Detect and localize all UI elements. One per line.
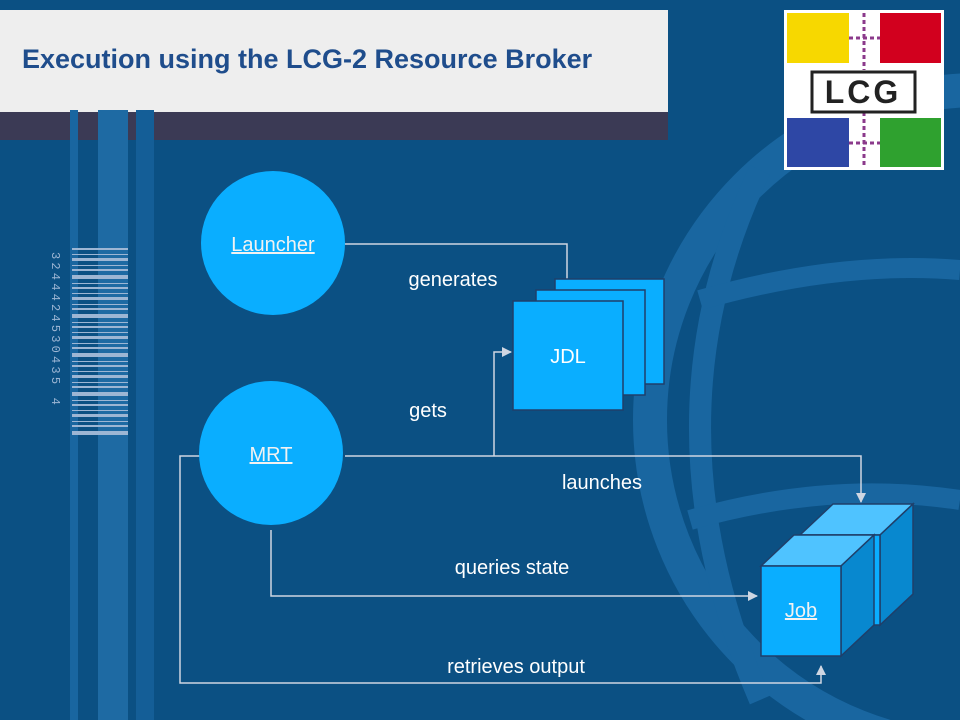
title-bar <box>0 10 668 112</box>
edge-label-queries-state: queries state <box>455 557 570 579</box>
launcher-node[interactable]: Launcher <box>201 171 345 315</box>
barcode-digits: 3244424530435 4 <box>48 252 62 408</box>
lcg-logo: LCG <box>784 10 944 170</box>
edge-launches-line <box>345 455 866 503</box>
globe-decoration <box>633 73 960 720</box>
edge-label-generates: generates <box>409 269 498 291</box>
edge-retrieves-line <box>179 455 826 684</box>
edge-gets-line <box>493 347 512 456</box>
edge-queries-line <box>270 530 758 601</box>
edge-generates-line <box>345 243 572 293</box>
jdl-label: JDL <box>550 346 586 368</box>
slide-title: Execution using the LCG-2 Resource Broke… <box>22 44 593 74</box>
edges <box>179 243 866 684</box>
mrt-node[interactable]: MRT <box>199 381 343 525</box>
launcher-link[interactable]: Launcher <box>231 234 315 256</box>
edge-label-retrieves-output: retrieves output <box>447 656 585 678</box>
job-link[interactable]: Job <box>785 600 817 622</box>
job-node[interactable]: Job <box>759 502 915 658</box>
edge-label-gets: gets <box>409 400 447 422</box>
barcode-decoration: 3244424530435 4 <box>48 248 128 435</box>
edge-label-launches: launches <box>562 472 642 494</box>
mrt-link[interactable]: MRT <box>250 444 293 466</box>
logo-text: LCG <box>825 74 902 110</box>
jdl-node: JDL <box>512 278 665 411</box>
